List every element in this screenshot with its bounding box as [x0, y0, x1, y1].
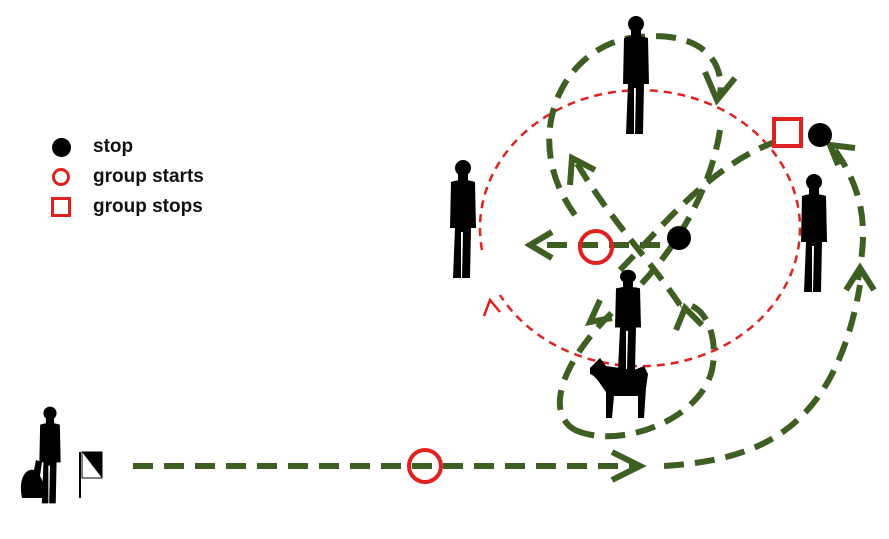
legend-label: group starts	[93, 166, 204, 187]
group-stop-marker	[772, 117, 803, 148]
standing-person-icon-right	[801, 174, 827, 292]
arrowhead-top-right	[702, 70, 738, 106]
arrowhead-up-left	[567, 153, 597, 186]
legend-label: group stops	[93, 196, 203, 217]
standing-person-icon-top	[623, 16, 649, 134]
legend-item-stop: stop	[50, 132, 204, 162]
red-ring-icon	[50, 166, 72, 188]
arrowhead-left	[524, 229, 554, 261]
arrowhead-far-right	[825, 141, 856, 167]
red-square-icon	[50, 196, 72, 218]
group-start-marker	[578, 229, 614, 265]
standing-person-icon-center	[615, 269, 641, 370]
dog-icon	[590, 358, 648, 418]
stop-dot-icon	[50, 136, 72, 158]
stop-marker	[808, 123, 832, 147]
green-arrowheads	[524, 70, 877, 483]
red-arrowhead	[482, 297, 501, 317]
legend-label: stop	[93, 136, 134, 157]
legend-item-group-starts: group starts	[50, 162, 204, 192]
legend: stop group starts group stops	[50, 132, 204, 222]
standing-person-icon-left	[450, 160, 476, 278]
handler-with-sitting-dog-icon	[20, 406, 61, 504]
stop-marker	[667, 226, 691, 250]
arrowhead-down-left	[584, 298, 613, 326]
arrowhead-up-right	[673, 302, 705, 332]
green-route-paths	[133, 33, 866, 469]
arrowhead-main	[610, 449, 647, 483]
group-start-marker	[407, 448, 443, 484]
arrowhead-right-up	[843, 262, 877, 292]
legend-item-group-stops: group stops	[50, 192, 204, 222]
start-flag-icon	[79, 451, 103, 498]
